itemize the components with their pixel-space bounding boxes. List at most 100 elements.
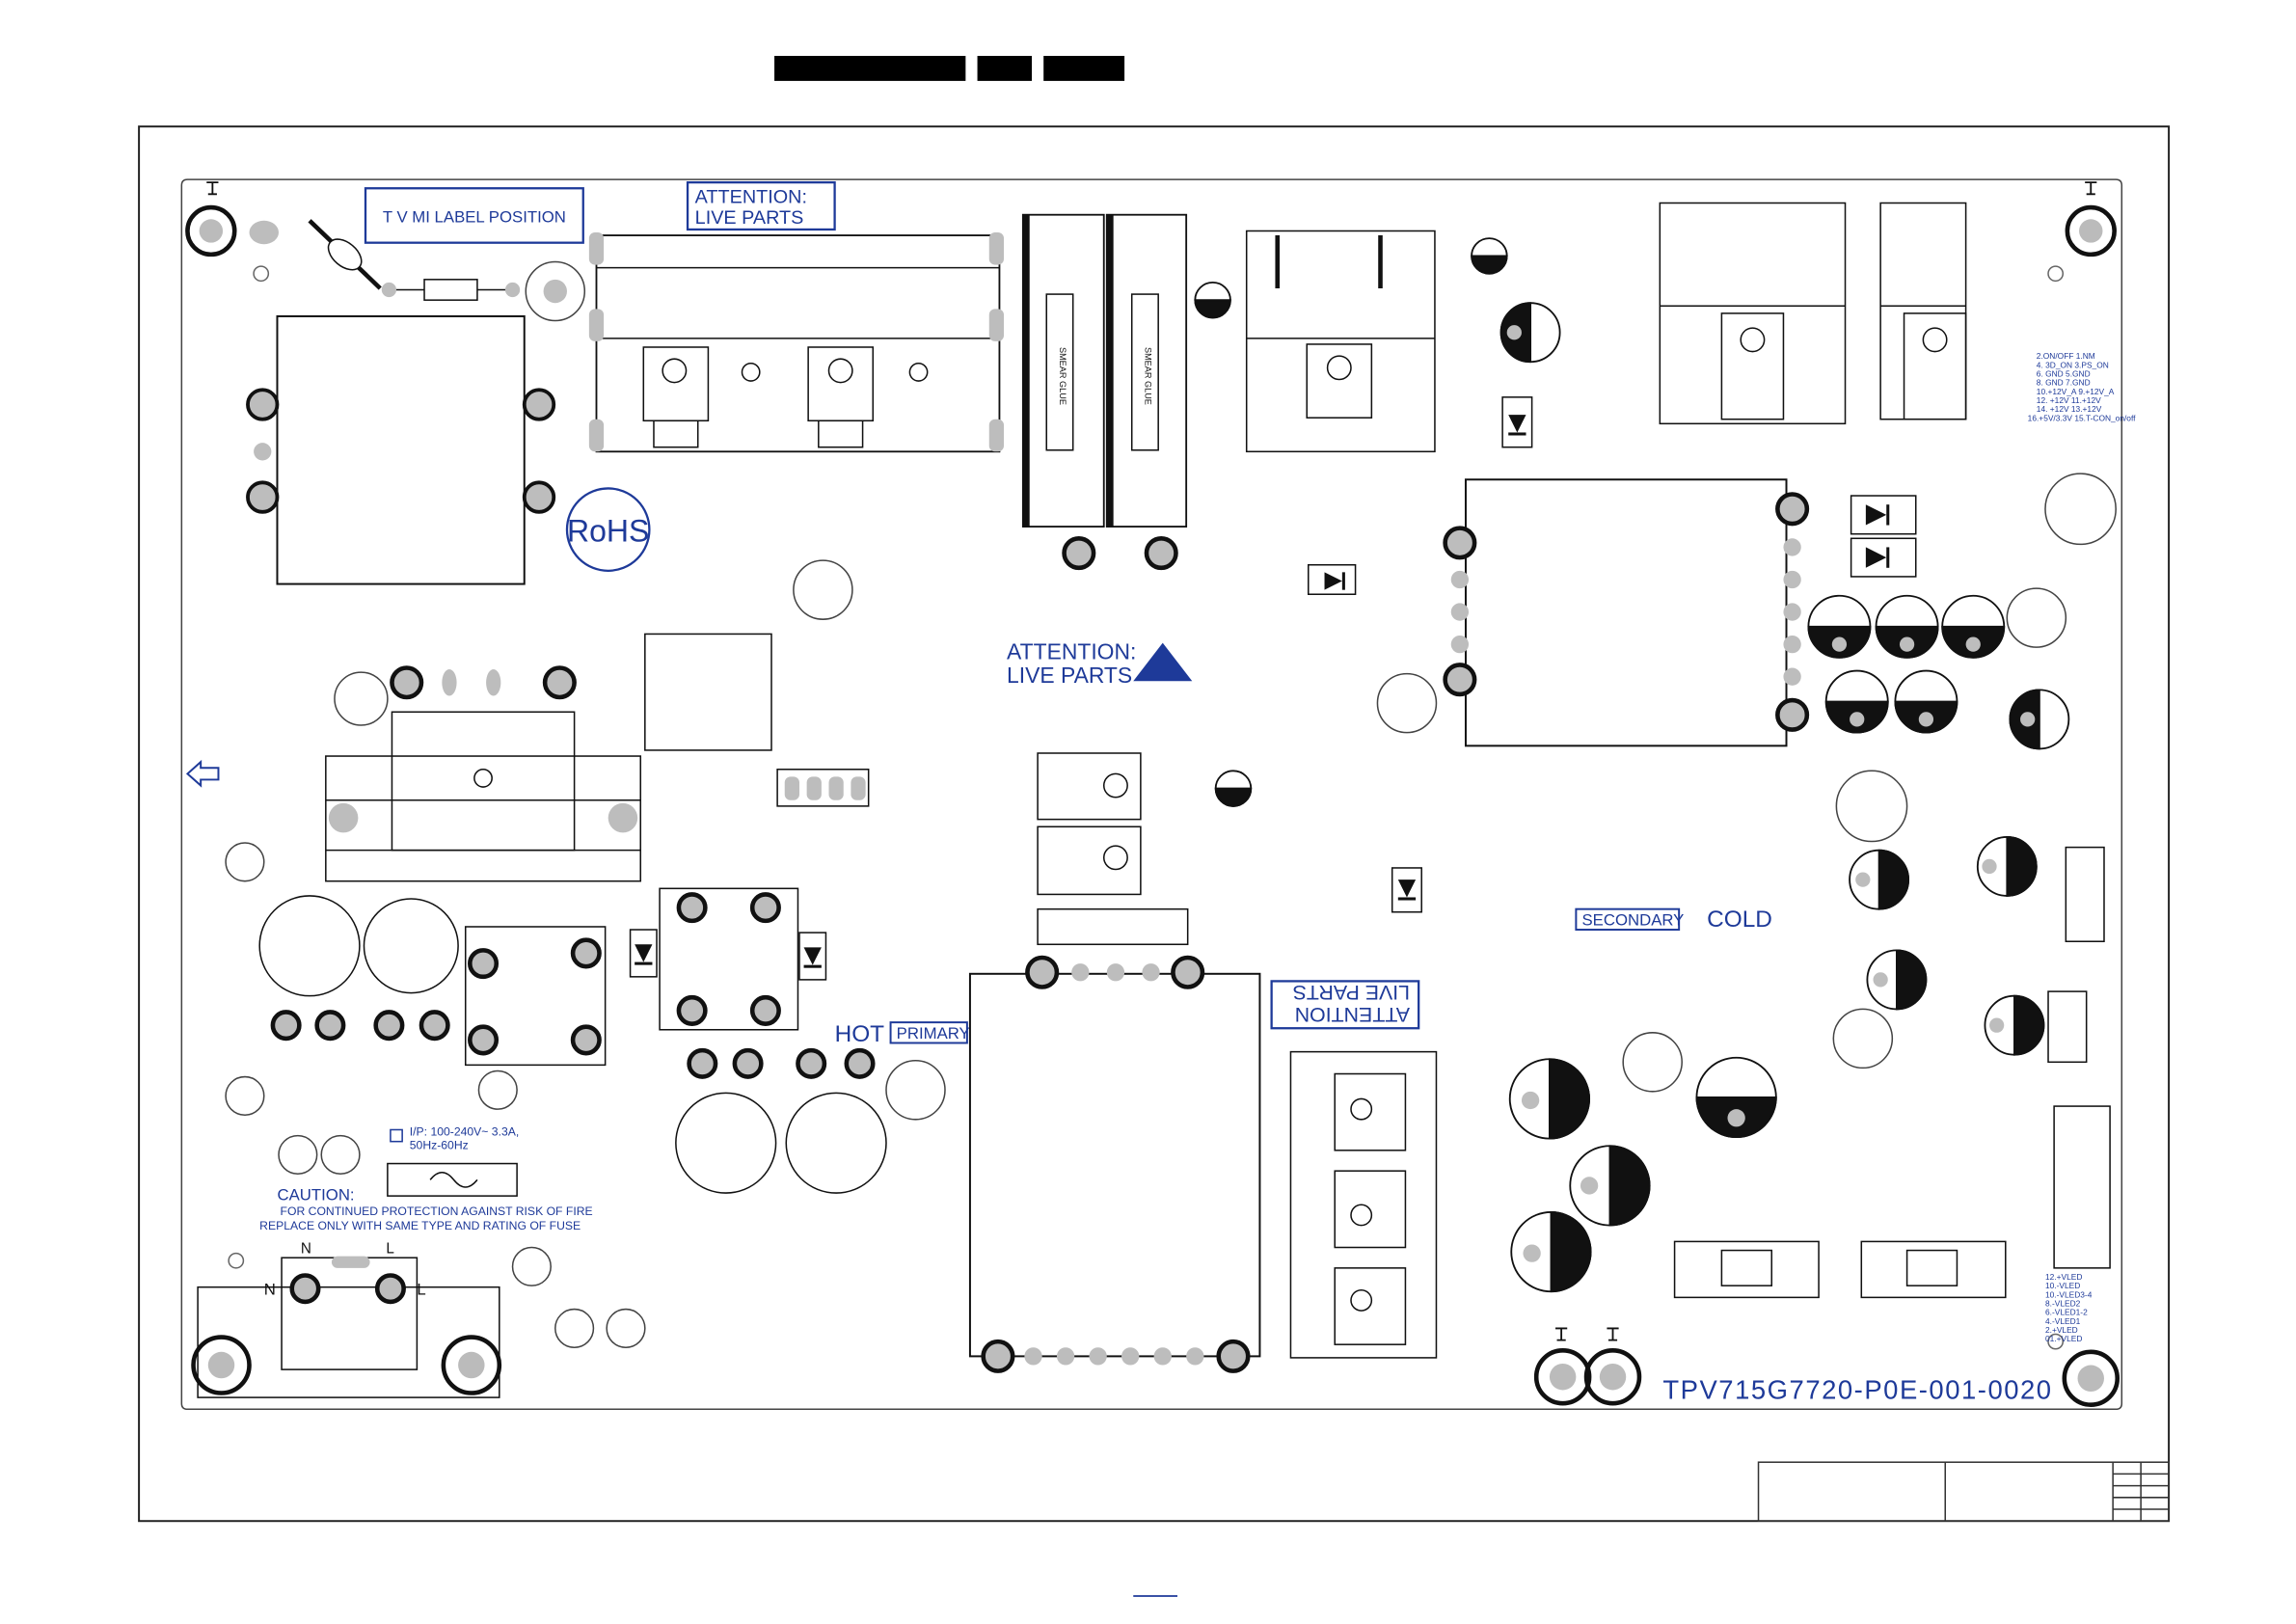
svg-text:8.-VLED2: 8.-VLED2 (2045, 1299, 2081, 1309)
diode-body (629, 929, 658, 978)
svg-text:6. GND 5.GND: 6. GND 5.GND (2037, 368, 2091, 378)
mosfet (1334, 1072, 1407, 1345)
mosfet (1903, 312, 1967, 420)
svg-text:4. 3D_ON 3.PS_ON: 4. 3D_ON 3.PS_ON (2037, 360, 2109, 369)
x-capacitor (258, 895, 887, 1194)
optocoupler-inner (1720, 1249, 1773, 1286)
svg-text:LIVE PARTS: LIVE PARTS (1293, 981, 1410, 1004)
svg-text:12. +12V 11.+12V: 12. +12V 11.+12V (2037, 395, 2101, 405)
primary-box (889, 1021, 968, 1044)
glue-label: SMEAR GLUE (1143, 347, 1152, 405)
heatsink-pads (588, 232, 1005, 452)
output-connector-legend: 2.ON/OFF 1.NM 4. 3D_ON 3.PS_ON 6. GND 5.… (2028, 351, 2136, 422)
pads-small (1024, 963, 1204, 1366)
pad (381, 282, 397, 298)
regulator-body (1659, 202, 1847, 425)
glue-area (1045, 293, 1074, 451)
mosfet (642, 346, 875, 448)
pads-large (390, 665, 577, 700)
svg-text:16.+5V/3.3V 15.T-CON_on/off: 16.+5V/3.3V 15.T-CON_on/off (2028, 413, 2136, 422)
diode-body (1391, 867, 1422, 913)
pads-large (1062, 535, 1178, 571)
svg-text:ATTENTION: ATTENTION (1295, 1003, 1410, 1026)
header-bar (774, 55, 966, 81)
resistor (423, 279, 478, 301)
main-transformer (1464, 478, 1788, 747)
electrolytic-capacitor (1194, 237, 2070, 1293)
via (908, 363, 929, 382)
attention-label: LIVE PARTS (1007, 663, 1132, 688)
pads-small (1450, 538, 1801, 686)
bridge-mount-hole (473, 769, 493, 788)
rating-marker (390, 1128, 403, 1143)
pads-large (289, 1273, 406, 1305)
ac-inlet-slot (331, 1256, 370, 1268)
optocoupler-inner (1905, 1249, 1958, 1286)
mosfet-hole (1740, 327, 1766, 353)
diode-body (1850, 495, 1917, 535)
via (228, 1252, 245, 1269)
output-heatsink (1289, 1050, 1438, 1359)
attention-box (686, 181, 836, 231)
board-id: TPV715G7720-P0E-001-0020 (1662, 1375, 2052, 1405)
caution-line2: REPLACE ONLY WITH SAME TYPE AND RATING O… (259, 1219, 581, 1232)
pad (504, 282, 521, 298)
regulator-body (1879, 202, 1967, 420)
mosfet-hole (1326, 355, 1352, 381)
attention-upside-down: ATTENTION LIVE PARTS (1270, 980, 1420, 1030)
pads-large (981, 955, 1251, 1373)
diode-body (798, 932, 827, 981)
backlight-connector (2053, 1105, 2111, 1269)
pin-header (776, 769, 870, 807)
svg-text:10.-VLED3-4: 10.-VLED3-4 (2045, 1289, 2093, 1299)
rohs-logo (565, 487, 651, 572)
n-label: N (301, 1241, 311, 1258)
arrow-icon (185, 759, 220, 788)
title-block (1757, 1461, 2170, 1522)
pads-transformer (246, 388, 556, 514)
attention-label: ATTENTION: (1007, 638, 1136, 663)
fuse-holder (387, 1162, 518, 1197)
n-side-label: N (264, 1280, 276, 1298)
primary-label: PRIMARY (897, 1024, 970, 1042)
pfc-transformer (968, 972, 1261, 1358)
diode-body (1850, 537, 1917, 578)
diode-body (1308, 563, 1357, 596)
mounting-holes (185, 204, 2120, 1408)
pad (254, 443, 272, 461)
via (253, 265, 270, 283)
attention-label: LIVE PARTS (695, 207, 804, 229)
warning-triangle-icon (1133, 642, 1193, 682)
mosfet (1306, 343, 1373, 419)
via (2047, 265, 2065, 283)
svg-text:4.-VLED1: 4.-VLED1 (2045, 1316, 2081, 1326)
backlight-connector-legend: 12.+VLED 10.-VLED 10.-VLED3-4 8.-VLED2 6… (2045, 1272, 2093, 1343)
tv-label-box (364, 187, 584, 244)
svg-text:14. +12V 13.+12V: 14. +12V 13.+12V (2037, 404, 2102, 414)
mosfet-hole (1922, 327, 1948, 353)
fuse-icon (429, 1171, 478, 1188)
header-bar (977, 55, 1032, 81)
mosfet (1720, 312, 1785, 420)
svg-text:12.+VLED: 12.+VLED (2045, 1272, 2082, 1282)
svg-text:10.-VLED: 10.-VLED (2045, 1281, 2080, 1290)
rohs-logo-text: RoHS (567, 513, 649, 548)
input-rating-line2: 50Hz-60Hz (410, 1138, 469, 1151)
glue-area (1130, 293, 1159, 451)
optocoupler (1860, 1240, 2007, 1299)
bridge-rectifier (391, 711, 576, 852)
inductor (659, 887, 799, 1031)
hot-label: HOT (835, 1021, 885, 1047)
regulator-body (1245, 230, 1436, 453)
pin-header-pads (784, 776, 866, 800)
mosfet (1037, 752, 1189, 946)
inductor (644, 633, 772, 751)
svg-text:10.+12V_A 9.+12V_A: 10.+12V_A 9.+12V_A (2037, 387, 2115, 396)
pads-oval (328, 669, 638, 833)
pads-large (468, 937, 602, 1056)
svg-text:6.-VLED1-2: 6.-VLED1-2 (2045, 1308, 2088, 1317)
pad (543, 279, 567, 304)
diode-body (1501, 396, 1533, 448)
common-mode-choke (464, 926, 607, 1067)
